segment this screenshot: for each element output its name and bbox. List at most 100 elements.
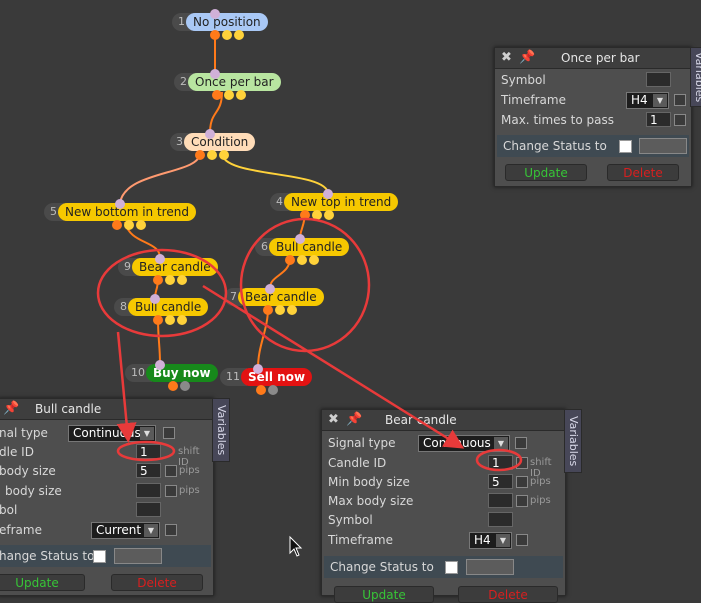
- output-port[interactable]: [165, 315, 175, 325]
- timeframe-select[interactable]: H4 ▼: [469, 532, 512, 549]
- min-body-input[interactable]: 5: [488, 474, 513, 489]
- block-new-bottom-in-trend[interactable]: 5 New bottom in trend: [44, 203, 196, 221]
- signal-type-variable-checkbox[interactable]: [163, 427, 175, 439]
- timeframe-select[interactable]: H4 ▼: [626, 92, 669, 109]
- max-times-input[interactable]: 1: [646, 112, 671, 127]
- variables-tab[interactable]: Variables: [564, 409, 582, 473]
- update-button[interactable]: Update: [505, 164, 587, 181]
- candle-id-input[interactable]: 1: [136, 444, 161, 459]
- max-body-variable-checkbox[interactable]: [516, 495, 528, 507]
- change-status-input[interactable]: [466, 559, 514, 575]
- input-port[interactable]: [265, 284, 275, 294]
- delete-button[interactable]: Delete: [458, 586, 558, 603]
- block-once-per-bar[interactable]: 2 Once per bar: [174, 73, 281, 91]
- output-port[interactable]: [224, 90, 234, 100]
- chevron-down-icon[interactable]: ▼: [494, 437, 508, 450]
- change-status-input[interactable]: [639, 138, 687, 154]
- timeframe-select[interactable]: Current ▼: [91, 522, 160, 539]
- variables-tab[interactable]: Variables: [212, 398, 230, 462]
- output-port[interactable]: [268, 385, 278, 395]
- output-port[interactable]: [297, 255, 307, 265]
- block-sell-now[interactable]: 11 Sell now: [220, 368, 313, 386]
- candle-id-input[interactable]: 1: [488, 455, 513, 470]
- output-port[interactable]: [207, 150, 217, 160]
- min-body-variable-checkbox[interactable]: [516, 476, 528, 488]
- output-port[interactable]: [165, 275, 175, 285]
- timeframe-variable-checkbox[interactable]: [516, 534, 528, 546]
- symbol-input[interactable]: [136, 502, 161, 517]
- input-port[interactable]: [210, 69, 220, 79]
- output-port[interactable]: [112, 220, 122, 230]
- change-status-checkbox[interactable]: [445, 561, 458, 574]
- output-port[interactable]: [180, 381, 190, 391]
- output-port[interactable]: [312, 210, 322, 220]
- output-port[interactable]: [275, 305, 285, 315]
- input-port[interactable]: [323, 189, 333, 199]
- output-port[interactable]: [124, 220, 134, 230]
- output-port[interactable]: [300, 210, 310, 220]
- output-port[interactable]: [236, 90, 246, 100]
- output-port[interactable]: [324, 210, 334, 220]
- block-condition[interactable]: 3 Condition: [170, 133, 256, 151]
- input-port[interactable]: [115, 199, 125, 209]
- output-port[interactable]: [309, 255, 319, 265]
- timeframe-variable-checkbox[interactable]: [165, 524, 177, 536]
- candle-id-variable-checkbox[interactable]: [516, 457, 528, 469]
- output-port[interactable]: [212, 90, 222, 100]
- max-body-input[interactable]: [136, 483, 161, 498]
- block-new-top-in-trend[interactable]: 4 New top in trend: [270, 193, 399, 211]
- timeframe-variable-checkbox[interactable]: [674, 94, 686, 106]
- change-status-checkbox[interactable]: [619, 140, 632, 153]
- symbol-input[interactable]: [488, 512, 513, 527]
- min-body-variable-checkbox[interactable]: [165, 465, 177, 477]
- input-port[interactable]: [295, 234, 305, 244]
- chevron-down-icon[interactable]: ▼: [140, 427, 154, 440]
- delete-button[interactable]: Delete: [111, 574, 203, 591]
- pin-icon[interactable]: 📌: [346, 412, 363, 427]
- output-port[interactable]: [287, 305, 297, 315]
- max-body-variable-checkbox[interactable]: [165, 485, 177, 497]
- symbol-input[interactable]: [646, 72, 671, 87]
- output-port[interactable]: [210, 30, 220, 40]
- output-port[interactable]: [153, 315, 163, 325]
- input-port[interactable]: [150, 294, 160, 304]
- variables-tab[interactable]: Variables: [690, 47, 701, 107]
- output-port[interactable]: [285, 255, 295, 265]
- output-port[interactable]: [263, 305, 273, 315]
- update-button[interactable]: Update: [334, 586, 434, 603]
- input-port[interactable]: [210, 9, 220, 19]
- chevron-down-icon[interactable]: ▼: [653, 94, 667, 107]
- chevron-down-icon[interactable]: ▼: [496, 534, 510, 547]
- block-buy-now[interactable]: 10 Buy now: [125, 364, 218, 382]
- output-port[interactable]: [136, 220, 146, 230]
- output-port[interactable]: [177, 275, 187, 285]
- signal-type-variable-checkbox[interactable]: [515, 437, 527, 449]
- block-bear-candle-9[interactable]: 9 Bear candle: [118, 258, 218, 276]
- signal-type-select[interactable]: Continuous ▼: [418, 435, 510, 452]
- output-port[interactable]: [256, 385, 266, 395]
- output-port[interactable]: [234, 30, 244, 40]
- change-status-input[interactable]: [114, 548, 162, 564]
- block-no-position[interactable]: 1 No position: [172, 13, 268, 31]
- panel-titlebar[interactable]: 📌 Bull candle: [0, 399, 213, 420]
- panel-titlebar[interactable]: ✖ 📌 Bear candle: [322, 410, 565, 431]
- delete-button[interactable]: Delete: [607, 164, 679, 181]
- pin-icon[interactable]: 📌: [519, 50, 536, 65]
- signal-type-select[interactable]: Continuous ▼: [68, 425, 156, 442]
- output-port[interactable]: [222, 30, 232, 40]
- pin-icon[interactable]: 📌: [3, 401, 20, 416]
- max-times-variable-checkbox[interactable]: [674, 114, 686, 126]
- close-icon[interactable]: ✖: [328, 412, 339, 427]
- input-port[interactable]: [205, 129, 215, 139]
- input-port[interactable]: [155, 360, 165, 370]
- output-port[interactable]: [177, 315, 187, 325]
- input-port[interactable]: [253, 364, 263, 374]
- output-port[interactable]: [219, 150, 229, 160]
- change-status-checkbox[interactable]: [93, 550, 106, 563]
- output-port[interactable]: [195, 150, 205, 160]
- output-port[interactable]: [153, 275, 163, 285]
- chevron-down-icon[interactable]: ▼: [144, 524, 158, 537]
- min-body-input[interactable]: 5: [136, 463, 161, 478]
- close-icon[interactable]: ✖: [501, 50, 512, 65]
- output-port[interactable]: [168, 381, 178, 391]
